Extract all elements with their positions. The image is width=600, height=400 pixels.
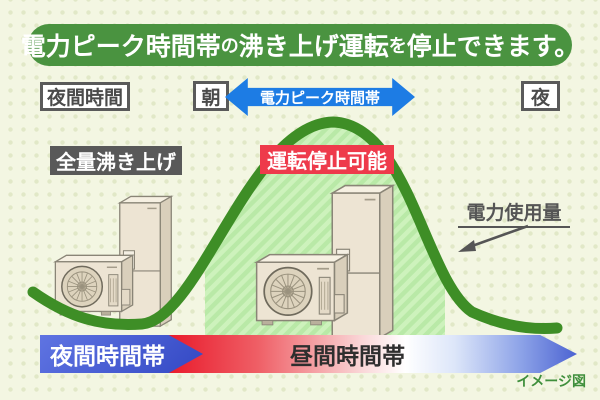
evening-box: 夜	[521, 81, 560, 111]
nighttime-band-arrow: 夜間時間帯	[40, 335, 203, 373]
heat-pump-set-night	[54, 195, 173, 327]
power-usage-label: 電力使用量	[458, 198, 570, 228]
power-usage-curve	[27, 116, 563, 335]
headline-segment: 沸き上げ運転	[238, 32, 389, 61]
peak-period-label: 電力ピーク時間帯	[259, 88, 380, 107]
headline-particle: の	[220, 36, 239, 57]
nighttime-band-label: 夜間時間帯	[50, 344, 165, 370]
stop-possible-label: 運転停止可能	[260, 145, 394, 174]
full-boil-label: 全量沸き上げ	[50, 146, 182, 175]
usage-pointer-arrow-icon	[458, 224, 529, 252]
daytime-band-arrow: 昼間時間帯	[168, 335, 577, 373]
headline-particle: を	[388, 36, 407, 57]
night-hours-box: 夜間時間	[40, 82, 130, 111]
morning-box: 朝	[193, 81, 229, 111]
headline-segment: 電力ピーク時間帯	[20, 32, 221, 61]
headline-banner: 電力ピーク時間帯 の 沸き上げ運転 を 停止できます。	[21, 24, 579, 66]
image-note: イメージ図	[516, 374, 586, 390]
daytime-band-label: 昼間時間帯	[290, 344, 405, 370]
headline-segment: 停止できます。	[406, 32, 580, 61]
